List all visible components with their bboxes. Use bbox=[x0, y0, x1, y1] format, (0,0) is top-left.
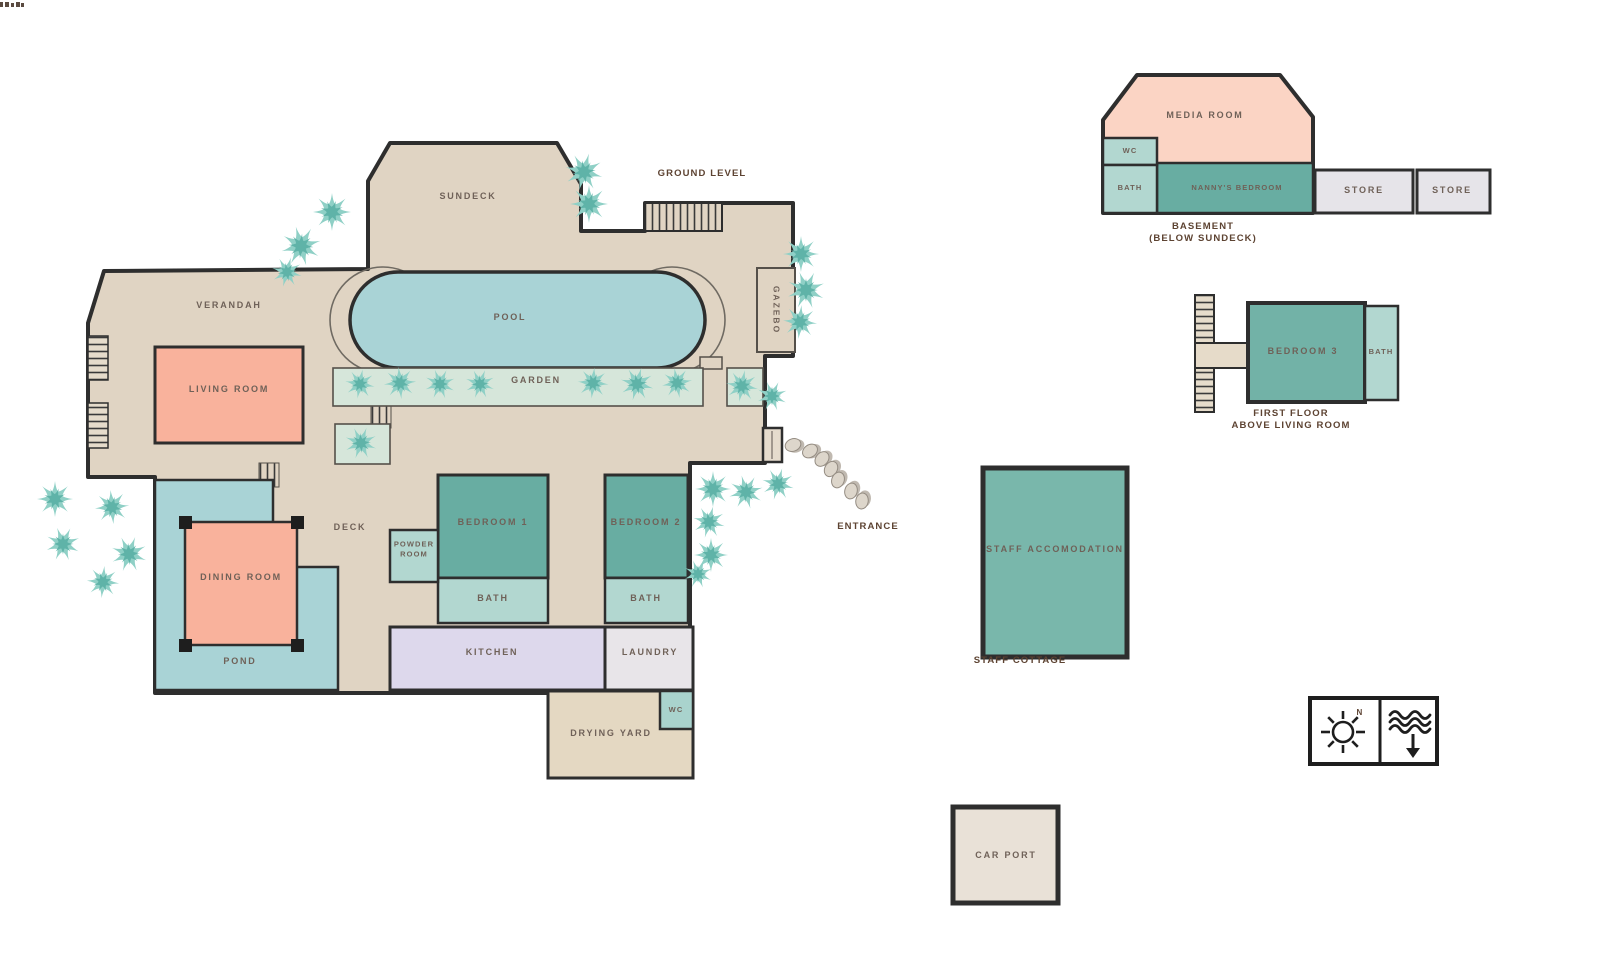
label-drying-yard: DRYING YARD bbox=[570, 728, 652, 739]
label-basement-wc: WC bbox=[1122, 146, 1138, 156]
label-garden: GARDEN bbox=[511, 375, 561, 386]
staff-accommodation bbox=[980, 465, 1130, 660]
corner-watermark bbox=[0, 2, 24, 7]
room-powder bbox=[388, 528, 440, 584]
label-verandah: VERANDAH bbox=[196, 300, 262, 311]
label-store-1: STORE bbox=[1344, 185, 1384, 196]
firstfloor-stairs-lower bbox=[1194, 367, 1215, 413]
label-gazebo: GAZEBO bbox=[771, 285, 782, 335]
firstfloor-stairs-upper bbox=[1194, 294, 1215, 344]
label-bath1: BATH bbox=[477, 593, 509, 604]
room-gazebo bbox=[756, 267, 796, 353]
label-sundeck: SUNDECK bbox=[439, 191, 497, 202]
north-sun-icon bbox=[1321, 711, 1365, 753]
label-staff-cottage-title: STAFF COTTAGE bbox=[973, 654, 1067, 666]
stairs-verandah-1 bbox=[87, 335, 109, 381]
label-kitchen: KITCHEN bbox=[465, 647, 519, 658]
label-bedroom2: BEDROOM 2 bbox=[610, 517, 682, 528]
sea-direction-arrow-icon bbox=[1406, 734, 1420, 758]
label-ground-level-title: GROUND LEVEL bbox=[657, 167, 747, 179]
legend-box bbox=[1308, 696, 1439, 766]
label-bedroom3: BEDROOM 3 bbox=[1267, 346, 1339, 357]
label-staff-accommodation: STAFF ACCOMODATION bbox=[986, 544, 1124, 555]
label-compass-north: N bbox=[1356, 707, 1364, 717]
room-bedroom2 bbox=[603, 473, 690, 580]
basement-store-1 bbox=[1313, 168, 1415, 215]
label-deck: DECK bbox=[333, 522, 367, 533]
room-living bbox=[153, 345, 305, 445]
label-first-floor-title-1: FIRST FLOOR bbox=[1253, 407, 1329, 419]
sea-waves-icon bbox=[1388, 710, 1432, 734]
basement-bath bbox=[1101, 163, 1159, 215]
pool-step bbox=[699, 356, 723, 370]
car-port bbox=[950, 804, 1061, 906]
room-bath2 bbox=[603, 576, 690, 625]
label-bath2: BATH bbox=[630, 593, 662, 604]
label-store-2: STORE bbox=[1432, 185, 1472, 196]
room-dining bbox=[183, 520, 299, 647]
room-wc bbox=[658, 689, 695, 731]
label-nannys-bedroom: NANNY'S BEDROOM bbox=[1191, 183, 1283, 193]
label-media-room: MEDIA ROOM bbox=[1166, 110, 1244, 121]
label-basement-title-1: BASEMENT bbox=[1171, 220, 1235, 232]
firstfloor-landing bbox=[1194, 342, 1249, 369]
room-kitchen bbox=[388, 625, 607, 692]
room-pool bbox=[348, 270, 707, 370]
stairs-sundeck bbox=[644, 202, 723, 232]
firstfloor-bath bbox=[1363, 304, 1400, 402]
dining-corner-posts bbox=[179, 516, 304, 652]
label-living-room: LIVING ROOM bbox=[188, 384, 270, 395]
label-car-port: CAR PORT bbox=[975, 850, 1037, 861]
label-basement-title-2: (BELOW SUNDECK) bbox=[1149, 232, 1257, 244]
label-firstfloor-bath: BATH bbox=[1368, 347, 1394, 357]
label-bedroom1: BEDROOM 1 bbox=[457, 517, 529, 528]
firstfloor-bedroom3 bbox=[1246, 301, 1367, 404]
label-entrance: ENTRANCE bbox=[837, 520, 899, 532]
label-basement-bath: BATH bbox=[1117, 183, 1143, 193]
room-bath1 bbox=[436, 576, 550, 625]
label-first-floor-title-2: ABOVE LIVING ROOM bbox=[1231, 419, 1351, 431]
label-pool: POOL bbox=[493, 312, 527, 323]
label-powder-room: POWDER ROOM bbox=[393, 539, 435, 558]
basement-store-2 bbox=[1415, 168, 1492, 215]
label-pond: POND bbox=[223, 656, 257, 667]
entrance-stepping-stones bbox=[782, 434, 873, 511]
stairs-verandah-2 bbox=[87, 402, 109, 449]
label-wc: WC bbox=[668, 705, 684, 715]
label-laundry: LAUNDRY bbox=[621, 647, 679, 658]
label-dining-room: DINING ROOM bbox=[200, 572, 282, 583]
